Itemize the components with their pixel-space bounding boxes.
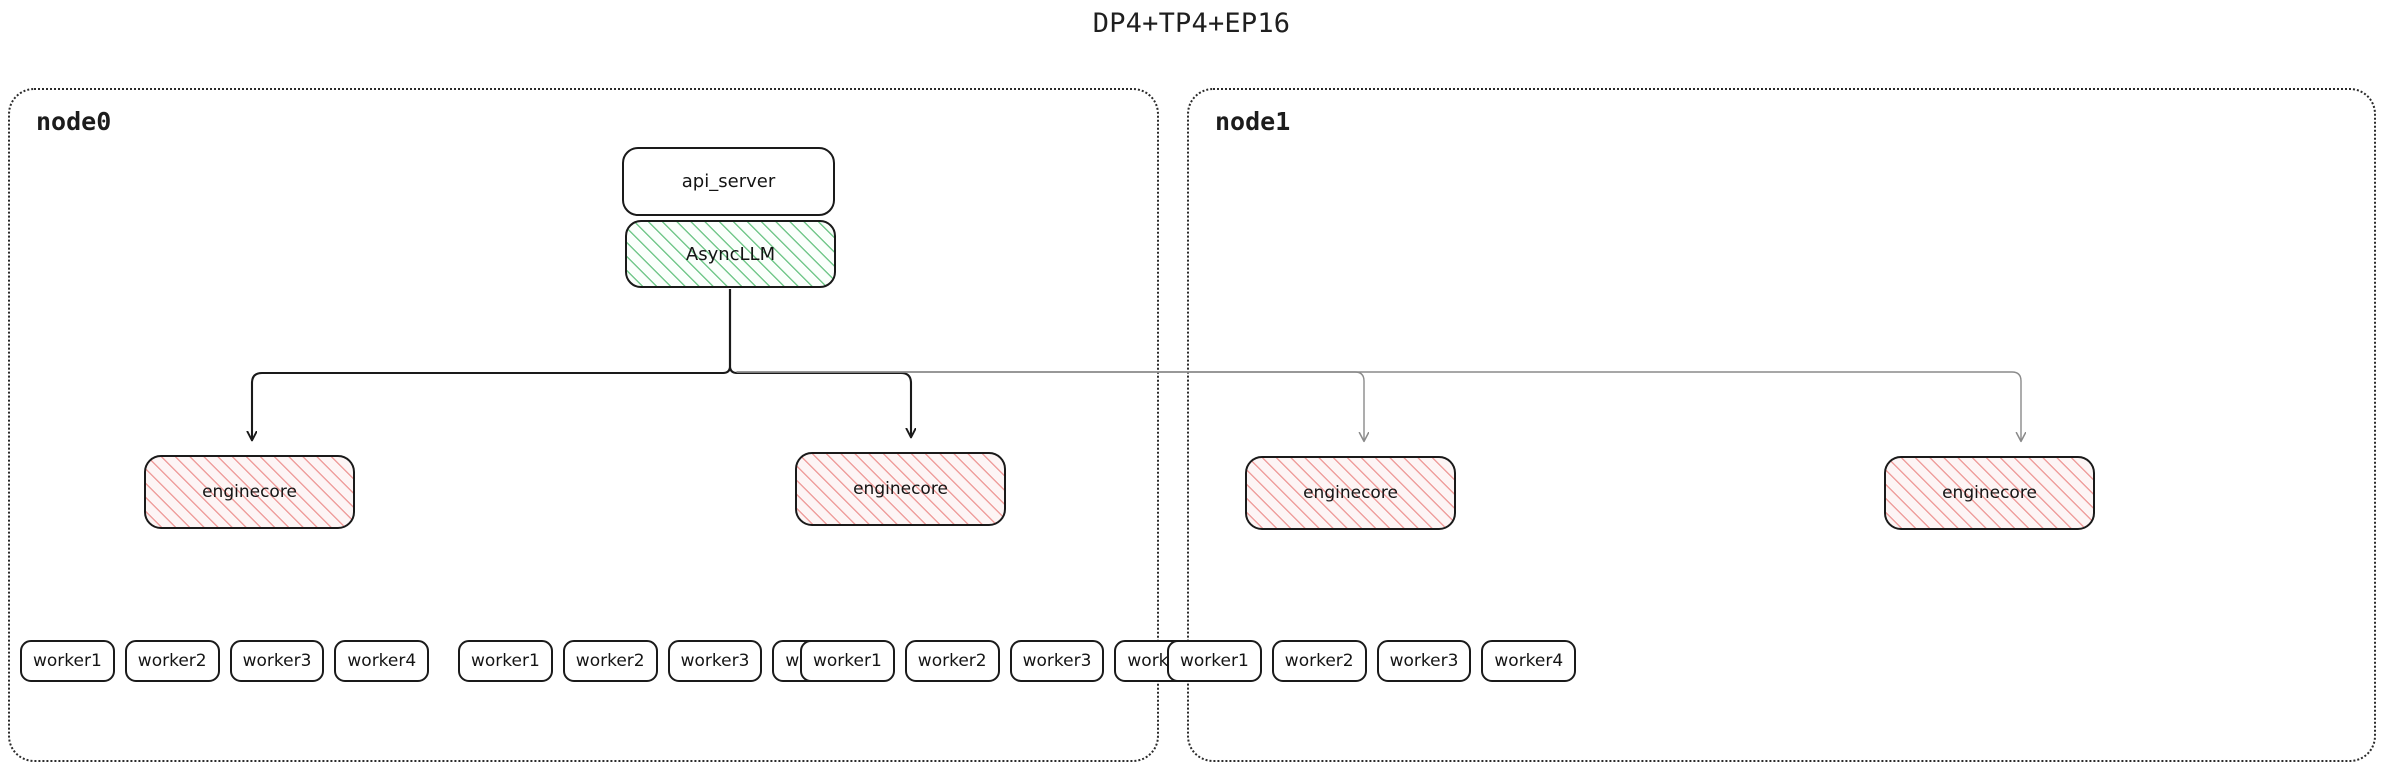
node-worker-node1-b-3[interactable]: worker3 bbox=[1376, 640, 1472, 682]
node-asyncllm-label: AsyncLLM bbox=[685, 243, 776, 265]
diagram-title: DP4+TP4+EP16 bbox=[1092, 8, 1291, 39]
node-worker-node0-a-1[interactable]: worker1 bbox=[20, 640, 115, 682]
node-enginecore-node0-0-label: enginecore bbox=[202, 482, 297, 502]
node-worker-label: worker2 bbox=[575, 651, 645, 671]
node-worker-node1-b-4[interactable]: worker4 bbox=[1481, 640, 1577, 682]
node-enginecore-node0-1[interactable]: enginecore bbox=[795, 452, 1006, 526]
subgraph-node0-label: node0 bbox=[36, 107, 112, 136]
node-worker-label: worker4 bbox=[1494, 651, 1564, 671]
node-enginecore-node1-0-label: enginecore bbox=[1303, 483, 1398, 503]
node-worker-label: worker2 bbox=[917, 651, 987, 671]
node-worker-node0-a-2[interactable]: worker2 bbox=[124, 640, 220, 682]
node-worker-node0-b-3[interactable]: worker3 bbox=[667, 640, 763, 682]
node-worker-label: worker1 bbox=[813, 651, 882, 671]
node-enginecore-node0-0[interactable]: enginecore bbox=[144, 455, 355, 529]
node-enginecore-node0-1-label: enginecore bbox=[853, 479, 948, 499]
node-api-server-label: api_server bbox=[681, 171, 776, 192]
node-worker-label: worker3 bbox=[680, 651, 750, 671]
node-worker-label: worker2 bbox=[137, 651, 207, 671]
node-worker-label: worker4 bbox=[347, 651, 417, 671]
node-worker-label: worker3 bbox=[242, 651, 312, 671]
node-worker-label: worker1 bbox=[471, 651, 540, 671]
node-worker-node0-a-4[interactable]: worker4 bbox=[334, 640, 430, 682]
node-worker-node0-b-1[interactable]: worker1 bbox=[458, 640, 553, 682]
node-worker-node1-a-2[interactable]: worker2 bbox=[904, 640, 1000, 682]
node-enginecore-node1-1[interactable]: enginecore bbox=[1884, 456, 2095, 530]
node-api-server[interactable]: api_server bbox=[622, 147, 835, 216]
node-worker-node1-b-1[interactable]: worker1 bbox=[1167, 640, 1262, 682]
node-worker-node1-a-1[interactable]: worker1 bbox=[800, 640, 895, 682]
node-worker-label: worker1 bbox=[1180, 651, 1249, 671]
node-enginecore-node1-0[interactable]: enginecore bbox=[1245, 456, 1456, 530]
node-worker-node0-b-2[interactable]: worker2 bbox=[562, 640, 658, 682]
node-worker-label: worker1 bbox=[33, 651, 102, 671]
subgraph-node1-label: node1 bbox=[1215, 107, 1291, 136]
node-worker-node0-a-3[interactable]: worker3 bbox=[229, 640, 325, 682]
node-worker-label: worker3 bbox=[1022, 651, 1092, 671]
node-worker-node1-b-2[interactable]: worker2 bbox=[1271, 640, 1367, 682]
node-worker-label: worker3 bbox=[1389, 651, 1459, 671]
node-worker-node1-a-3[interactable]: worker3 bbox=[1009, 640, 1105, 682]
node-asyncllm[interactable]: AsyncLLM bbox=[625, 220, 836, 288]
node-enginecore-node1-1-label: enginecore bbox=[1942, 483, 2037, 503]
node-worker-label: worker2 bbox=[1284, 651, 1354, 671]
